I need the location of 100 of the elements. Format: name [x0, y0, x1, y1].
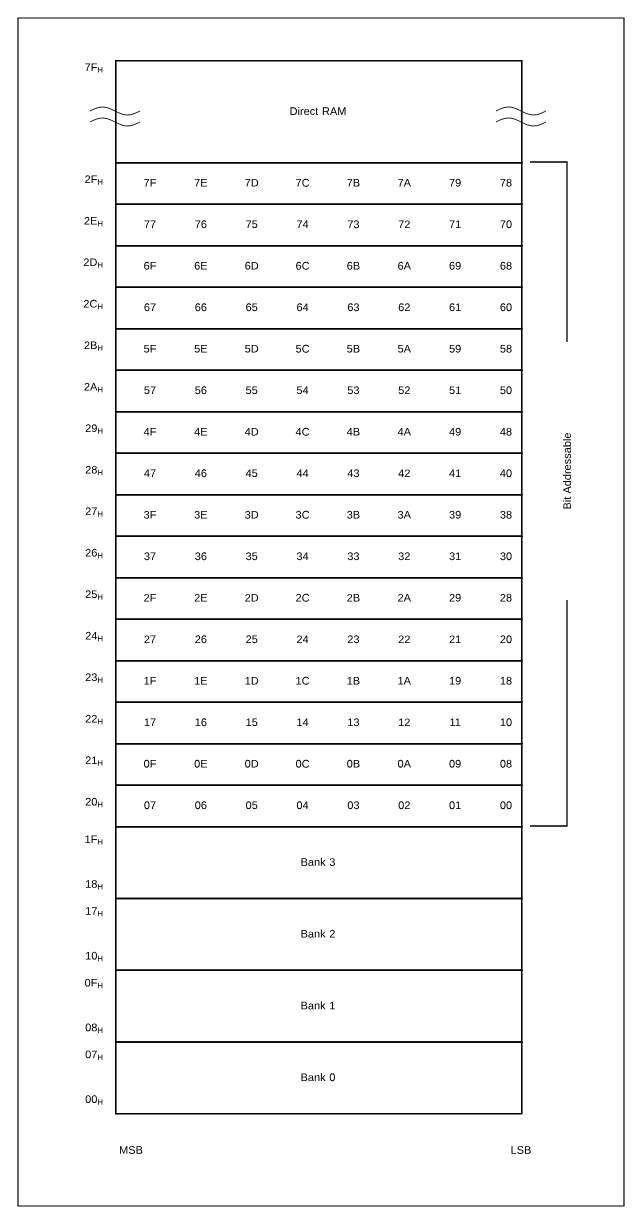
bit-address: 4F — [143, 427, 156, 436]
address-label: 18$_{H}$ — [86, 880, 103, 890]
bit-address: 6F — [144, 261, 156, 270]
bit-address: 62 — [398, 303, 410, 312]
bit-address: 7D — [245, 178, 259, 187]
bit-address: 3A — [398, 510, 411, 519]
bit-address: 38 — [500, 510, 512, 519]
bit-address: 7B — [347, 178, 360, 187]
bit-address: 58 — [500, 344, 512, 353]
bit-address: 1F — [144, 676, 156, 685]
bit-address: 48 — [500, 427, 512, 436]
bit-address: 31 — [449, 552, 461, 561]
bit-address: 1A — [398, 676, 411, 685]
bit-address: 54 — [296, 386, 309, 395]
bit-address: 12 — [399, 718, 410, 727]
bit-address: 20 — [500, 635, 512, 644]
bit-address: 52 — [398, 386, 410, 395]
bit-address: 50 — [500, 386, 512, 395]
bit-address: 26 — [195, 635, 207, 644]
bit-address: 59 — [449, 344, 461, 353]
bit-address: 79 — [449, 178, 461, 187]
bit-address: 3D — [245, 510, 259, 519]
bit-address: 21 — [449, 635, 461, 644]
address-label: 17$_{H}$ — [86, 907, 103, 917]
bit-address: 0C — [295, 759, 310, 768]
bit-address: 69 — [449, 261, 461, 270]
bit-address: 00 — [500, 801, 512, 810]
bit-address: 49 — [449, 427, 461, 436]
address-label: 08$_{H}$ — [85, 1023, 103, 1033]
bit-address: 4D — [244, 427, 259, 436]
bit-address: 32 — [398, 552, 410, 561]
bit-address: 47 — [144, 469, 156, 478]
bit-address: 6D — [245, 261, 259, 270]
bit-address: 61 — [449, 303, 461, 312]
bit-address: 24 — [297, 635, 309, 644]
bit-address: 46 — [195, 469, 207, 478]
address-label: 22$_{H}$ — [85, 714, 103, 725]
address-label: 2D$_{H}$ — [83, 258, 103, 268]
bit-address: 15 — [246, 718, 258, 727]
bit-address: 28 — [500, 593, 512, 602]
bit-order-label: MSB — [117, 1144, 145, 1156]
bit-address: 29 — [449, 593, 461, 602]
bit-address: 08 — [500, 759, 512, 768]
bit-address: 10 — [500, 718, 512, 727]
bit-address: 78 — [500, 178, 512, 187]
address-label: 2B$_{H}$ — [84, 341, 103, 351]
memory-block: Bank 0 — [115, 1041, 523, 1115]
bit-address: 22 — [398, 635, 410, 644]
memory-block: Bank 3 — [115, 826, 523, 900]
bit-address: 66 — [195, 303, 207, 312]
bit-address: 07 — [144, 801, 156, 810]
bit-address: 3E — [194, 510, 208, 519]
bit-address: 41 — [449, 469, 461, 478]
bit-address: 3F — [144, 510, 156, 519]
bit-address: 0A — [398, 759, 411, 768]
bit-address: 36 — [195, 552, 207, 561]
address-label: 7F$_{H}$ — [85, 63, 103, 73]
bit-address: 0F — [144, 759, 156, 768]
address-label: 24$_{H}$ — [85, 631, 103, 642]
bit-address: 6E — [194, 261, 208, 270]
address-label: 28$_{H}$ — [85, 465, 103, 476]
bit-address: 2E — [194, 593, 208, 602]
bit-address: 02 — [398, 801, 410, 810]
bit-address: 4E — [194, 427, 208, 436]
bit-address: 33 — [347, 552, 360, 561]
bit-address: 27 — [144, 635, 156, 644]
bit-address: 51 — [449, 386, 461, 395]
bit-address: 03 — [347, 801, 360, 810]
address-label: 23$_{H}$ — [85, 673, 103, 683]
bit-address: 40 — [500, 469, 512, 478]
bit-address: 30 — [500, 552, 512, 561]
bit-address: 7E — [194, 178, 208, 187]
bit-address: 17 — [144, 718, 156, 727]
address-label: 1F$_{H}$ — [85, 835, 103, 845]
bit-address: 6B — [347, 261, 360, 270]
bit-address: 43 — [347, 469, 360, 478]
bit-address: 09 — [449, 759, 461, 768]
bit-address: 0B — [347, 759, 360, 768]
memory-block: Bank 1 — [115, 969, 523, 1043]
bit-address: 7A — [398, 178, 411, 187]
bit-address: 39 — [449, 510, 461, 519]
bit-address: 73 — [347, 220, 360, 229]
bit-address: 06 — [195, 801, 207, 810]
bit-address: 6A — [398, 261, 411, 270]
bit-address: 18 — [500, 676, 512, 685]
bit-address: 37 — [144, 552, 156, 561]
bit-address: 44 — [296, 469, 309, 478]
address-label: 10$_{H}$ — [86, 951, 103, 962]
bit-address: 2F — [144, 593, 156, 602]
bit-address: 67 — [144, 303, 156, 312]
bit-address: 6C — [296, 261, 310, 270]
bit-address: 4C — [295, 427, 310, 436]
address-label: 00$_{H}$ — [85, 1095, 103, 1105]
bit-address: 64 — [297, 303, 309, 312]
bit-address: 05 — [246, 801, 258, 810]
bit-address: 11 — [450, 718, 461, 727]
bit-address: 60 — [500, 303, 512, 312]
bit-address: 35 — [246, 552, 258, 561]
bit-address: 76 — [195, 220, 207, 229]
bit-address: 42 — [398, 469, 410, 478]
